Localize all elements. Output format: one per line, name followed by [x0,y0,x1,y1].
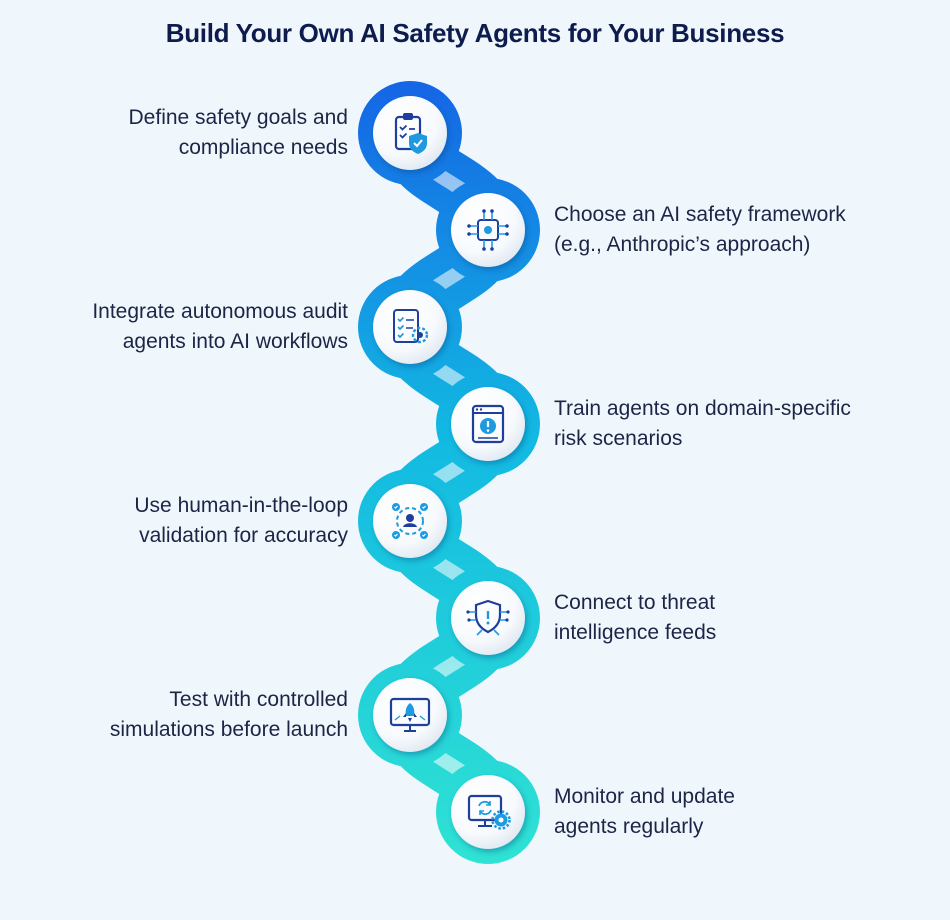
checklist-gear-icon [380,297,440,357]
step-label-line1: Connect to threat [554,591,716,614]
step-label-line2: agents into AI workflows [122,330,348,353]
step-label-line2: agents regularly [554,815,704,838]
step-label-line1: Define safety goals and [128,106,348,129]
step-label: Use human-in-the-loop validation for accu… [0,491,348,551]
step-label: Monitor and update agents regularly [554,782,914,842]
step-label-line2: (e.g., Anthropic’s approach) [554,233,811,256]
step-label: Integrate autonomous audit agents into AI… [0,297,348,357]
circuit-gear-icon [458,200,518,260]
step-label-line1: Test with controlled [169,688,348,711]
step-label-line1: Monitor and update [554,785,735,808]
step-label: Test with controlled simulations before l… [0,685,348,745]
step-label: Train agents on domain-specific risk scen… [554,394,914,454]
warning-window-icon [458,394,518,454]
step-label-line2: validation for accuracy [139,524,348,547]
step-disc [373,96,447,170]
step-label-line2: intelligence feeds [554,621,717,644]
circuit-shield-icon [458,588,518,648]
rocket-monitor-icon [380,685,440,745]
step-label: Connect to threat intelligence feeds [554,588,914,648]
step-disc [373,290,447,364]
clipboard-shield-icon [380,103,440,163]
step-label: Choose an AI safety framework (e.g., Anth… [554,200,914,260]
page-title: Build Your Own AI Safety Agents for Your… [165,18,785,48]
user-cycle-icon [380,491,440,551]
step-label-line1: Train agents on domain-specific [554,397,851,420]
step-label-line1: Choose an AI safety framework [554,203,846,226]
step-label-line1: Integrate autonomous audit [92,300,348,323]
step-label-line2: risk scenarios [554,427,683,450]
step-disc [451,775,525,849]
step-label-line1: Use human-in-the-loop [134,494,348,517]
step-label-line2: compliance needs [178,136,348,159]
step-label-line2: simulations before launch [109,718,348,741]
step-label: Define safety goals and compliance needs [0,103,348,163]
monitor-gear-icon [458,782,518,842]
